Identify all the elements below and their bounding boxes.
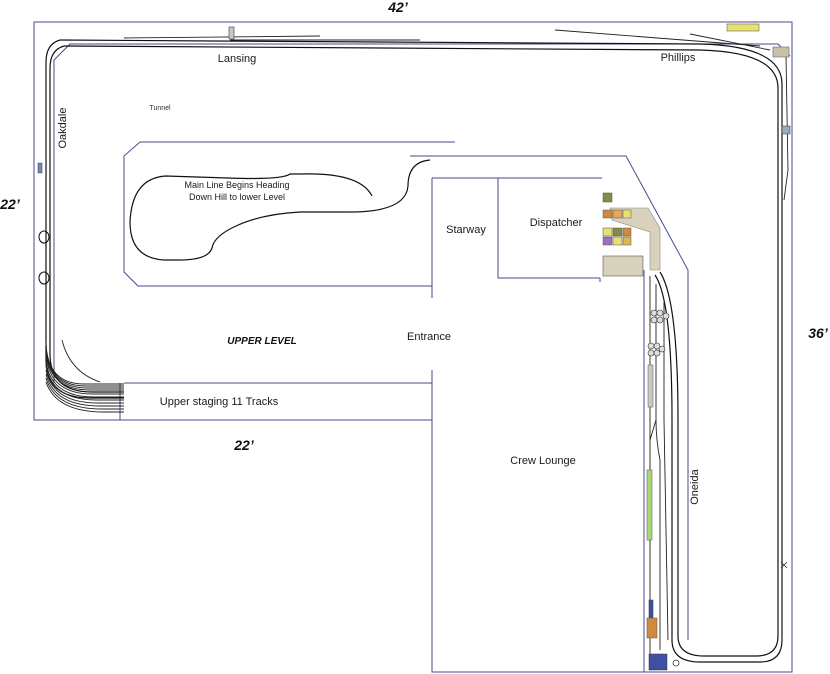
room-label-starway: Starway: [446, 224, 486, 236]
town-label-oakdale: Oakdale: [57, 108, 69, 149]
town-label-phillips: Phillips: [661, 52, 696, 64]
mainline-track: [45, 29, 789, 663]
dimension-top: 42’: [387, 0, 409, 15]
room-label-crew-lounge: Crew Lounge: [510, 455, 575, 467]
upper-staging-yard: [45, 339, 124, 413]
room-label-dispatcher: Dispatcher: [530, 217, 583, 229]
dispatcher-area-structures: [602, 192, 661, 277]
dimension-right: 36’: [808, 325, 829, 341]
helix-main-line: [129, 159, 431, 261]
main-line-note-line-2: Down Hill to lower Level: [189, 192, 285, 202]
oneida-yard: [649, 276, 669, 660]
upper-level-label: UPPER LEVEL: [227, 336, 296, 347]
building-tan-phillips: [772, 46, 790, 58]
main-line-note-line-1: Main Line Begins Heading: [184, 180, 289, 190]
benchwork-outline: [33, 21, 793, 673]
building-yellow-phillips: [726, 23, 760, 32]
dimension-bottom: 22’: [233, 437, 255, 453]
oneida-structures: [646, 309, 680, 671]
tunnel-portals: [38, 230, 50, 285]
phillips-structures: [726, 23, 790, 58]
room-label-entrance: Entrance: [407, 331, 451, 343]
dimension-left: 22’: [0, 196, 21, 212]
town-label-oneida: Oneida: [689, 468, 701, 504]
town-label-lansing: Lansing: [218, 53, 257, 65]
upper-staging-label: Upper staging 11 Tracks: [160, 396, 279, 408]
tunnel-label: Tunnel: [149, 105, 171, 112]
signal-markers: [37, 26, 791, 569]
